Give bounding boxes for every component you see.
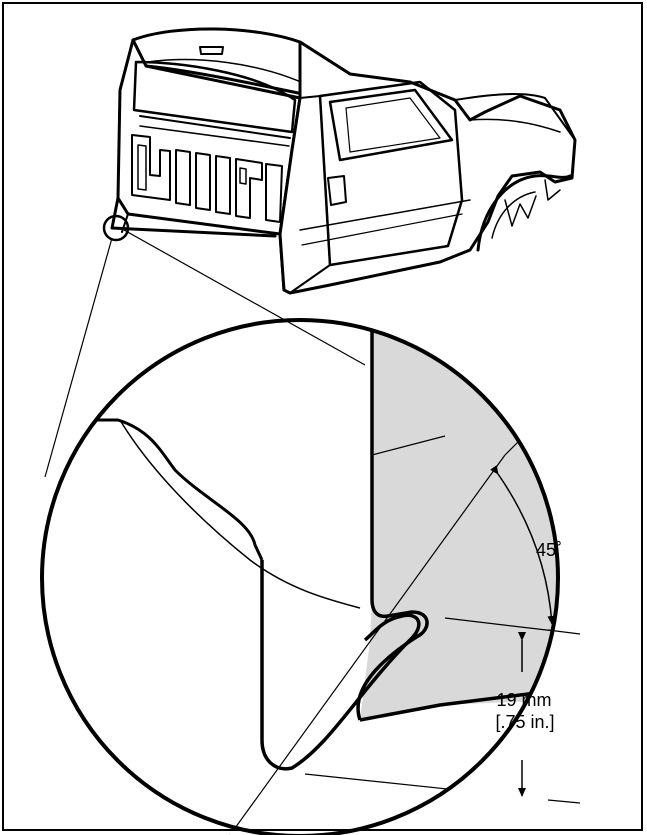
front-fender (454, 93, 576, 141)
leader-line-left (44, 237, 113, 478)
rear-window (132, 60, 297, 134)
leader-line-right (123, 229, 366, 366)
detail-reference-circle (102, 214, 130, 242)
roof-marker-light (199, 46, 224, 55)
angle-label: 45˚ (536, 540, 563, 560)
distance-metric-label: 19 mm (496, 690, 552, 710)
dimension-lines (229, 439, 581, 835)
door-handle (327, 175, 347, 206)
side-window (328, 88, 454, 162)
distance-imperial-label: [.75 in.] (495, 712, 555, 732)
detail-circle (40, 318, 560, 835)
cab-side-body (278, 40, 577, 295)
wheel-arch (476, 174, 572, 252)
detail-view-contents (42, 320, 558, 835)
truck-cab-illustration (110, 27, 577, 295)
rear-panel-stampings (131, 134, 283, 223)
